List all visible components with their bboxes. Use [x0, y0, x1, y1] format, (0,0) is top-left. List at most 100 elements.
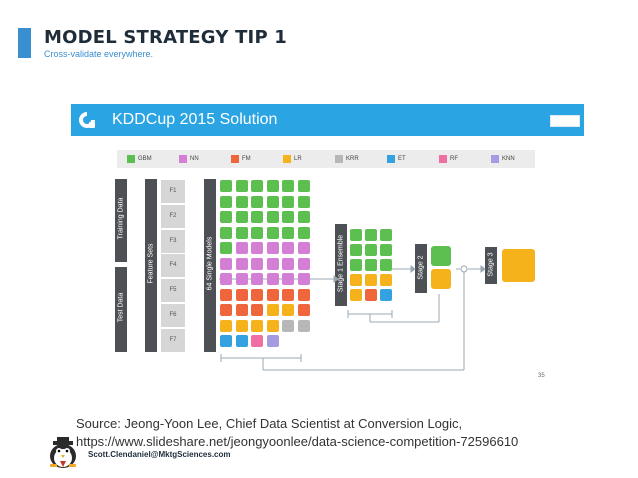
legend-swatch: [179, 155, 187, 163]
model-cell-nn: [251, 257, 263, 270]
legend-swatch: [439, 155, 447, 163]
model-cell-krr: [297, 319, 310, 332]
model-cell-nn: [235, 273, 248, 285]
model-cell-gbm: [235, 180, 248, 192]
model-cell-gbm: [266, 180, 279, 192]
model-cell-nn: [282, 242, 294, 254]
model-cell-gbm: [235, 226, 248, 239]
legend-label: GBM: [138, 156, 152, 162]
model-cell-nn: [297, 257, 310, 270]
model-cell-fm: [235, 304, 248, 316]
model-legend: GBM NN FM LR KRR ET RF KNN: [117, 150, 535, 168]
model-cell-fm: [251, 304, 263, 316]
legend-swatch: [231, 155, 239, 163]
model-cell-lr: [220, 319, 232, 332]
model-cell-nn: [266, 242, 279, 254]
stage2-block-gbm: [431, 246, 451, 266]
model-cell-gbm: [220, 242, 232, 254]
page-title: MODEL STRATEGY TIP 1: [44, 27, 288, 48]
model-cell-gbm: [282, 195, 294, 208]
stage2-bar: [415, 244, 427, 293]
stage3-bar: [485, 247, 497, 284]
header-badge: [550, 115, 580, 127]
title-accent-bar: [18, 28, 31, 58]
stage1-cell-gbm: [365, 259, 377, 271]
stage1-cell-gbm: [350, 244, 362, 256]
legend-label: FM: [242, 156, 251, 162]
model-cell-gbm: [297, 195, 310, 208]
model-cell-fm: [282, 288, 294, 301]
stage1-cell-gbm: [380, 229, 392, 241]
legend-label: KNN: [502, 156, 515, 162]
legend-swatch: [127, 155, 135, 163]
model-cell-fm: [297, 304, 310, 316]
test-data-bar: [115, 267, 127, 352]
stage1-cell-et: [380, 289, 392, 301]
stage1-cell-gbm: [365, 229, 377, 241]
model-cell-nn: [282, 273, 294, 285]
stage1-cell-lr: [350, 274, 362, 286]
logo-icon: [79, 112, 95, 128]
model-cell-gbm: [220, 226, 232, 239]
stage1-cell-fm: [365, 289, 377, 301]
single-models-bar: [204, 179, 216, 352]
model-cell-nn: [235, 257, 248, 270]
legend-label: LR: [294, 156, 302, 162]
model-cell-fm: [220, 304, 232, 316]
model-cell-nn: [297, 273, 310, 285]
model-cell-fm: [251, 288, 263, 301]
stage1-cell-gbm: [380, 259, 392, 271]
feature-set-f7: F7: [161, 328, 185, 352]
model-cell-knn: [266, 335, 279, 347]
model-cell-gbm: [297, 226, 310, 239]
model-cell-gbm: [220, 211, 232, 223]
embedded-slide: KDDCup 2015 Solution GBM NN FM LR KRR ET RF KNN…: [71, 104, 584, 386]
author-email: Scott.Clendaniel@MktgSciences.com: [88, 450, 231, 459]
model-cell-nn: [282, 257, 294, 270]
model-cell-lr: [282, 304, 294, 316]
legend-label: RF: [450, 156, 458, 162]
feature-set-f3: F3: [161, 229, 185, 253]
legend-swatch: [335, 155, 343, 163]
model-cell-gbm: [251, 226, 263, 239]
stage1-cell-gbm: [365, 244, 377, 256]
model-cell-gbm: [266, 195, 279, 208]
model-cell-fm: [297, 288, 310, 301]
feature-sets-bar: [145, 179, 157, 352]
legend-swatch: [387, 155, 395, 163]
stage1-cell-gbm: [380, 244, 392, 256]
model-cell-nn: [220, 257, 232, 270]
model-cell-gbm: [235, 211, 248, 223]
stage1-cell-gbm: [350, 259, 362, 271]
model-cell-gbm: [251, 195, 263, 208]
legend-label: ET: [398, 156, 406, 162]
model-cell-gbm: [297, 211, 310, 223]
model-cell-lr: [266, 319, 279, 332]
model-cell-gbm: [266, 211, 279, 223]
slide-header-bar: KDDCup 2015 Solution: [71, 104, 584, 136]
model-cell-gbm: [220, 195, 232, 208]
stage1-cell-gbm: [350, 229, 362, 241]
feature-set-f6: F6: [161, 304, 185, 327]
legend-label: NN: [190, 156, 199, 162]
model-cell-gbm: [266, 226, 279, 239]
model-cell-nn: [297, 242, 310, 254]
legend-label: KRR: [346, 156, 359, 162]
penguin-mascot-icon: [50, 437, 76, 468]
model-cell-fm: [235, 288, 248, 301]
stage1-cell-lr: [365, 274, 377, 286]
model-cell-gbm: [235, 195, 248, 208]
training-data-bar: [115, 179, 127, 262]
model-cell-nn: [251, 273, 263, 285]
stage3-block-lr: [502, 249, 535, 282]
page-subtitle: Cross-validate everywhere.: [44, 49, 154, 59]
source-citation: Source: Jeong-Yoon Lee, Chief Data Scien…: [76, 416, 463, 431]
model-cell-gbm: [220, 180, 232, 192]
model-cell-rf: [251, 335, 263, 347]
model-cell-gbm: [251, 180, 263, 192]
model-cell-gbm: [282, 226, 294, 239]
stage1-cell-lr: [380, 274, 392, 286]
model-cell-lr: [235, 319, 248, 332]
model-cell-nn: [220, 273, 232, 285]
legend-swatch: [283, 155, 291, 163]
